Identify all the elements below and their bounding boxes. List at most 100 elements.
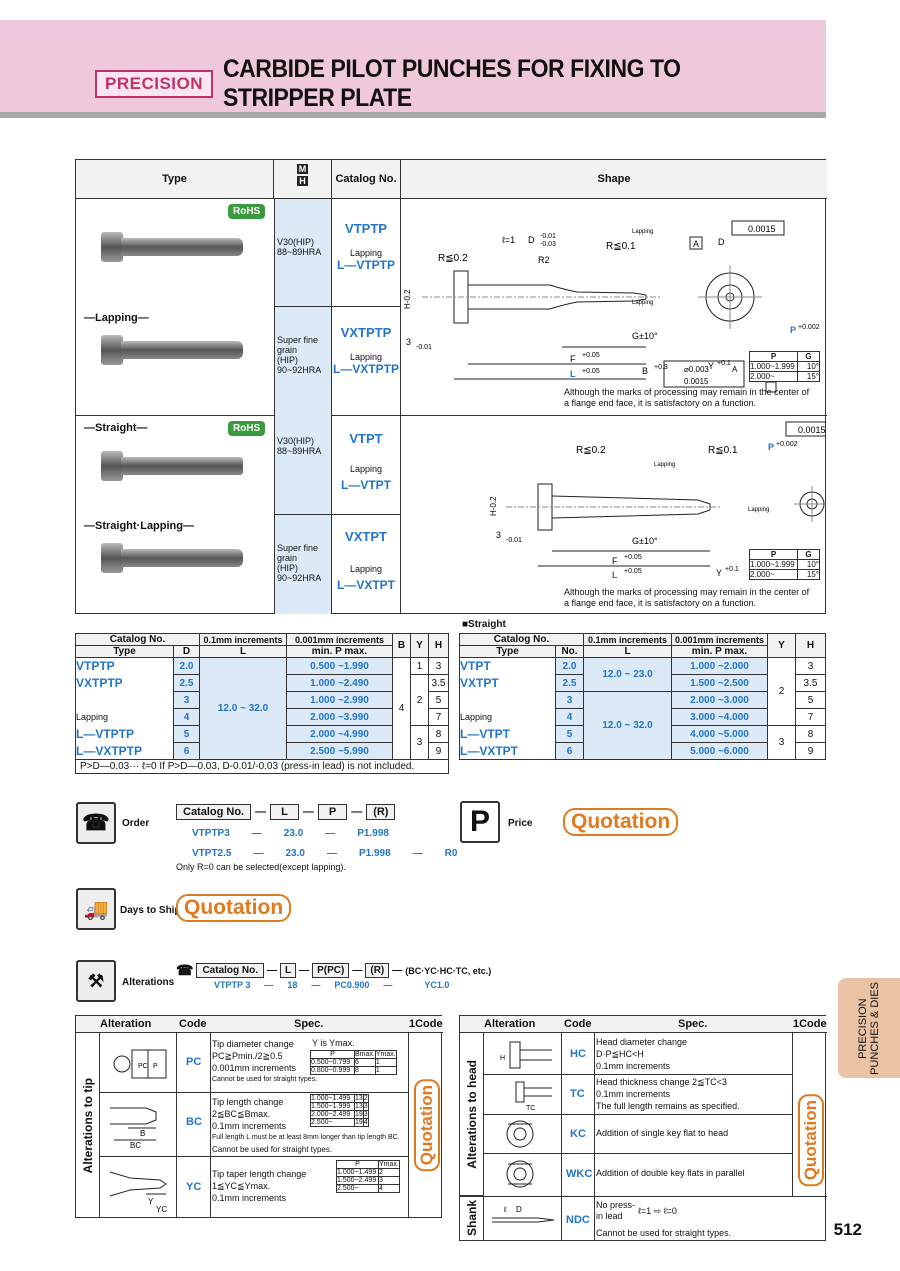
svg-text:P: P	[153, 1063, 158, 1070]
punch-image-straight-1	[101, 451, 251, 481]
order-example-1: VTPTP3—23.0—P1.998	[192, 828, 389, 839]
catalog-vtptp: VTPTP Lapping L—VTPTP	[332, 199, 401, 307]
order-example-2: VTPT2.5—23.0—P1.998—R0	[192, 848, 458, 859]
svg-text:PC: PC	[138, 1063, 148, 1070]
svg-text:-0.01: -0.01	[540, 233, 556, 240]
col-catalog: Catalog No.	[332, 160, 401, 199]
svg-text:+0.1: +0.1	[717, 360, 731, 367]
svg-text:-0.03: -0.03	[540, 241, 556, 248]
svg-text:+0.3: +0.3	[654, 364, 668, 371]
truck-icon: 🚚	[76, 888, 116, 930]
alt1-quotation[interactable]: Quotation	[414, 1079, 440, 1172]
svg-text:B: B	[642, 366, 648, 376]
material-v30: V30(HIP) 88~89HRA	[274, 199, 332, 307]
svg-text:Lapping: Lapping	[748, 507, 769, 513]
alt1-header: Alteration Code Spec. 1Code	[76, 1016, 443, 1033]
svg-text:Y: Y	[148, 1197, 154, 1206]
svg-text:+0.05: +0.05	[624, 554, 642, 561]
page-title: CARBIDE PILOT PUNCHES FOR FIXING TO STRI…	[223, 55, 681, 112]
svg-text:⌀0.003: ⌀0.003	[684, 365, 709, 374]
svg-text:TC: TC	[526, 1105, 535, 1112]
punch-image-straight-2	[101, 543, 251, 573]
label-lapping: —Lapping—	[84, 312, 149, 324]
price-quotation-button[interactable]: Quotation	[563, 808, 679, 836]
svg-text:D: D	[528, 235, 535, 245]
svg-text:R≦0.1: R≦0.1	[606, 241, 636, 252]
svg-text:0.0015: 0.0015	[748, 224, 776, 234]
svg-text:A: A	[693, 239, 699, 249]
svg-text:R2: R2	[538, 255, 550, 265]
section-lapping: RoHS —Lapping— V30(HIP) 88~89HRA Super f…	[76, 199, 827, 416]
material-superfine: Super fine grain (HIP) 90~92HRA	[274, 307, 332, 416]
svg-text:F: F	[570, 354, 576, 364]
svg-text:P: P	[790, 325, 796, 335]
svg-text:-0.01: -0.01	[506, 537, 522, 544]
svg-text:ℓ: ℓ	[503, 1205, 507, 1214]
straight-table-title: ■Straight	[462, 619, 506, 630]
svg-text:BC: BC	[130, 1141, 141, 1150]
svg-text:+0.05: +0.05	[582, 368, 600, 375]
svg-text:L: L	[570, 369, 576, 379]
svg-text:Y: Y	[716, 568, 722, 578]
svg-text:-0.01: -0.01	[416, 344, 432, 351]
drill-icon: ⚒	[76, 960, 116, 1002]
rohs-badge-2: RoHS	[228, 421, 266, 436]
order-note: Only R=0 can be selected(except lapping)…	[176, 862, 346, 872]
alterations-label: Alterations	[122, 977, 175, 988]
svg-text:Lapping: Lapping	[654, 462, 675, 468]
label-straight: —Straight—	[84, 422, 148, 434]
page-number: 512	[833, 1220, 862, 1239]
svg-text:R≦0.1: R≦0.1	[708, 445, 738, 456]
rohs-badge: RoHS	[228, 204, 266, 219]
svg-text:H-0.2: H-0.2	[489, 496, 498, 516]
svg-text:3: 3	[496, 530, 501, 540]
svg-text:R≦0.2: R≦0.2	[576, 445, 606, 456]
catalog-vtpt: VTPT Lapping L—VTPT	[332, 416, 401, 515]
phone-icon: ☎	[76, 802, 116, 844]
svg-text:L: L	[612, 570, 618, 580]
shape-note-2: Although the marks of processing may rem…	[564, 587, 810, 608]
svg-text:H: H	[500, 1055, 505, 1062]
svg-text:Y: Y	[708, 361, 714, 371]
material-v30-2: V30(HIP) 88~89HRA	[274, 416, 332, 515]
catalog-vxtpt: VXTPT Lapping L—VXTPT	[332, 515, 401, 614]
alt2-header: Alteration Code Spec. 1Code	[460, 1016, 827, 1033]
label-straight-lapping: —Straight·Lapping—	[84, 520, 194, 532]
days-label: Days to Ship	[120, 905, 181, 916]
svg-text:Lapping: Lapping	[632, 300, 653, 306]
alterations-format: ☎ Catalog No.— L— P(PC)— (R)— (BC·YC·HC·…	[176, 962, 492, 978]
svg-text:ℓ=1: ℓ=1	[502, 235, 515, 245]
alterations-example: VTPTP 3—18—PC0.900—YC1.0	[214, 980, 450, 990]
product-table: Type M H Catalog No. Shape RoHS —Lapping…	[75, 159, 827, 614]
side-tab[interactable]: PRECISION PUNCHES & DIES	[838, 978, 900, 1078]
phone-small-icon: ☎	[176, 962, 194, 978]
col-type: Type	[76, 160, 274, 199]
svg-text:+0.1: +0.1	[725, 566, 739, 573]
svg-text:YC: YC	[156, 1205, 167, 1214]
alt2-group: Alterations to head	[460, 1033, 484, 1196]
days-quotation-button[interactable]: Quotation	[176, 894, 292, 922]
alt2-group-shank: Shank	[460, 1196, 484, 1241]
svg-text:G±10°: G±10°	[632, 331, 658, 341]
svg-text:0.0015: 0.0015	[798, 425, 826, 435]
svg-text:+0.05: +0.05	[624, 568, 642, 575]
svg-text:R≦0.2: R≦0.2	[438, 253, 468, 264]
punch-image-lapping-1	[101, 232, 251, 262]
product-table-header: Type M H Catalog No. Shape	[76, 160, 827, 199]
col-shape: Shape	[597, 173, 631, 185]
shape-note-1: Although the marks of processing may rem…	[564, 387, 810, 408]
section-straight: —Straight— RoHS —Straight·Lapping— V30(H…	[76, 416, 827, 614]
shape-drawing-straight: R≦0.2 R≦0.1 Lapping Lapping G±10° F +0.0…	[489, 421, 826, 580]
svg-text:H-0.2: H-0.2	[403, 289, 412, 309]
alt2-quotation[interactable]: Quotation	[798, 1094, 824, 1187]
svg-text:Lapping: Lapping	[632, 229, 653, 235]
alteration-table-tip: Alteration Code Spec. 1Code Alterations …	[75, 1015, 443, 1218]
order-format: Catalog No.— L— P— (R)	[176, 804, 396, 820]
